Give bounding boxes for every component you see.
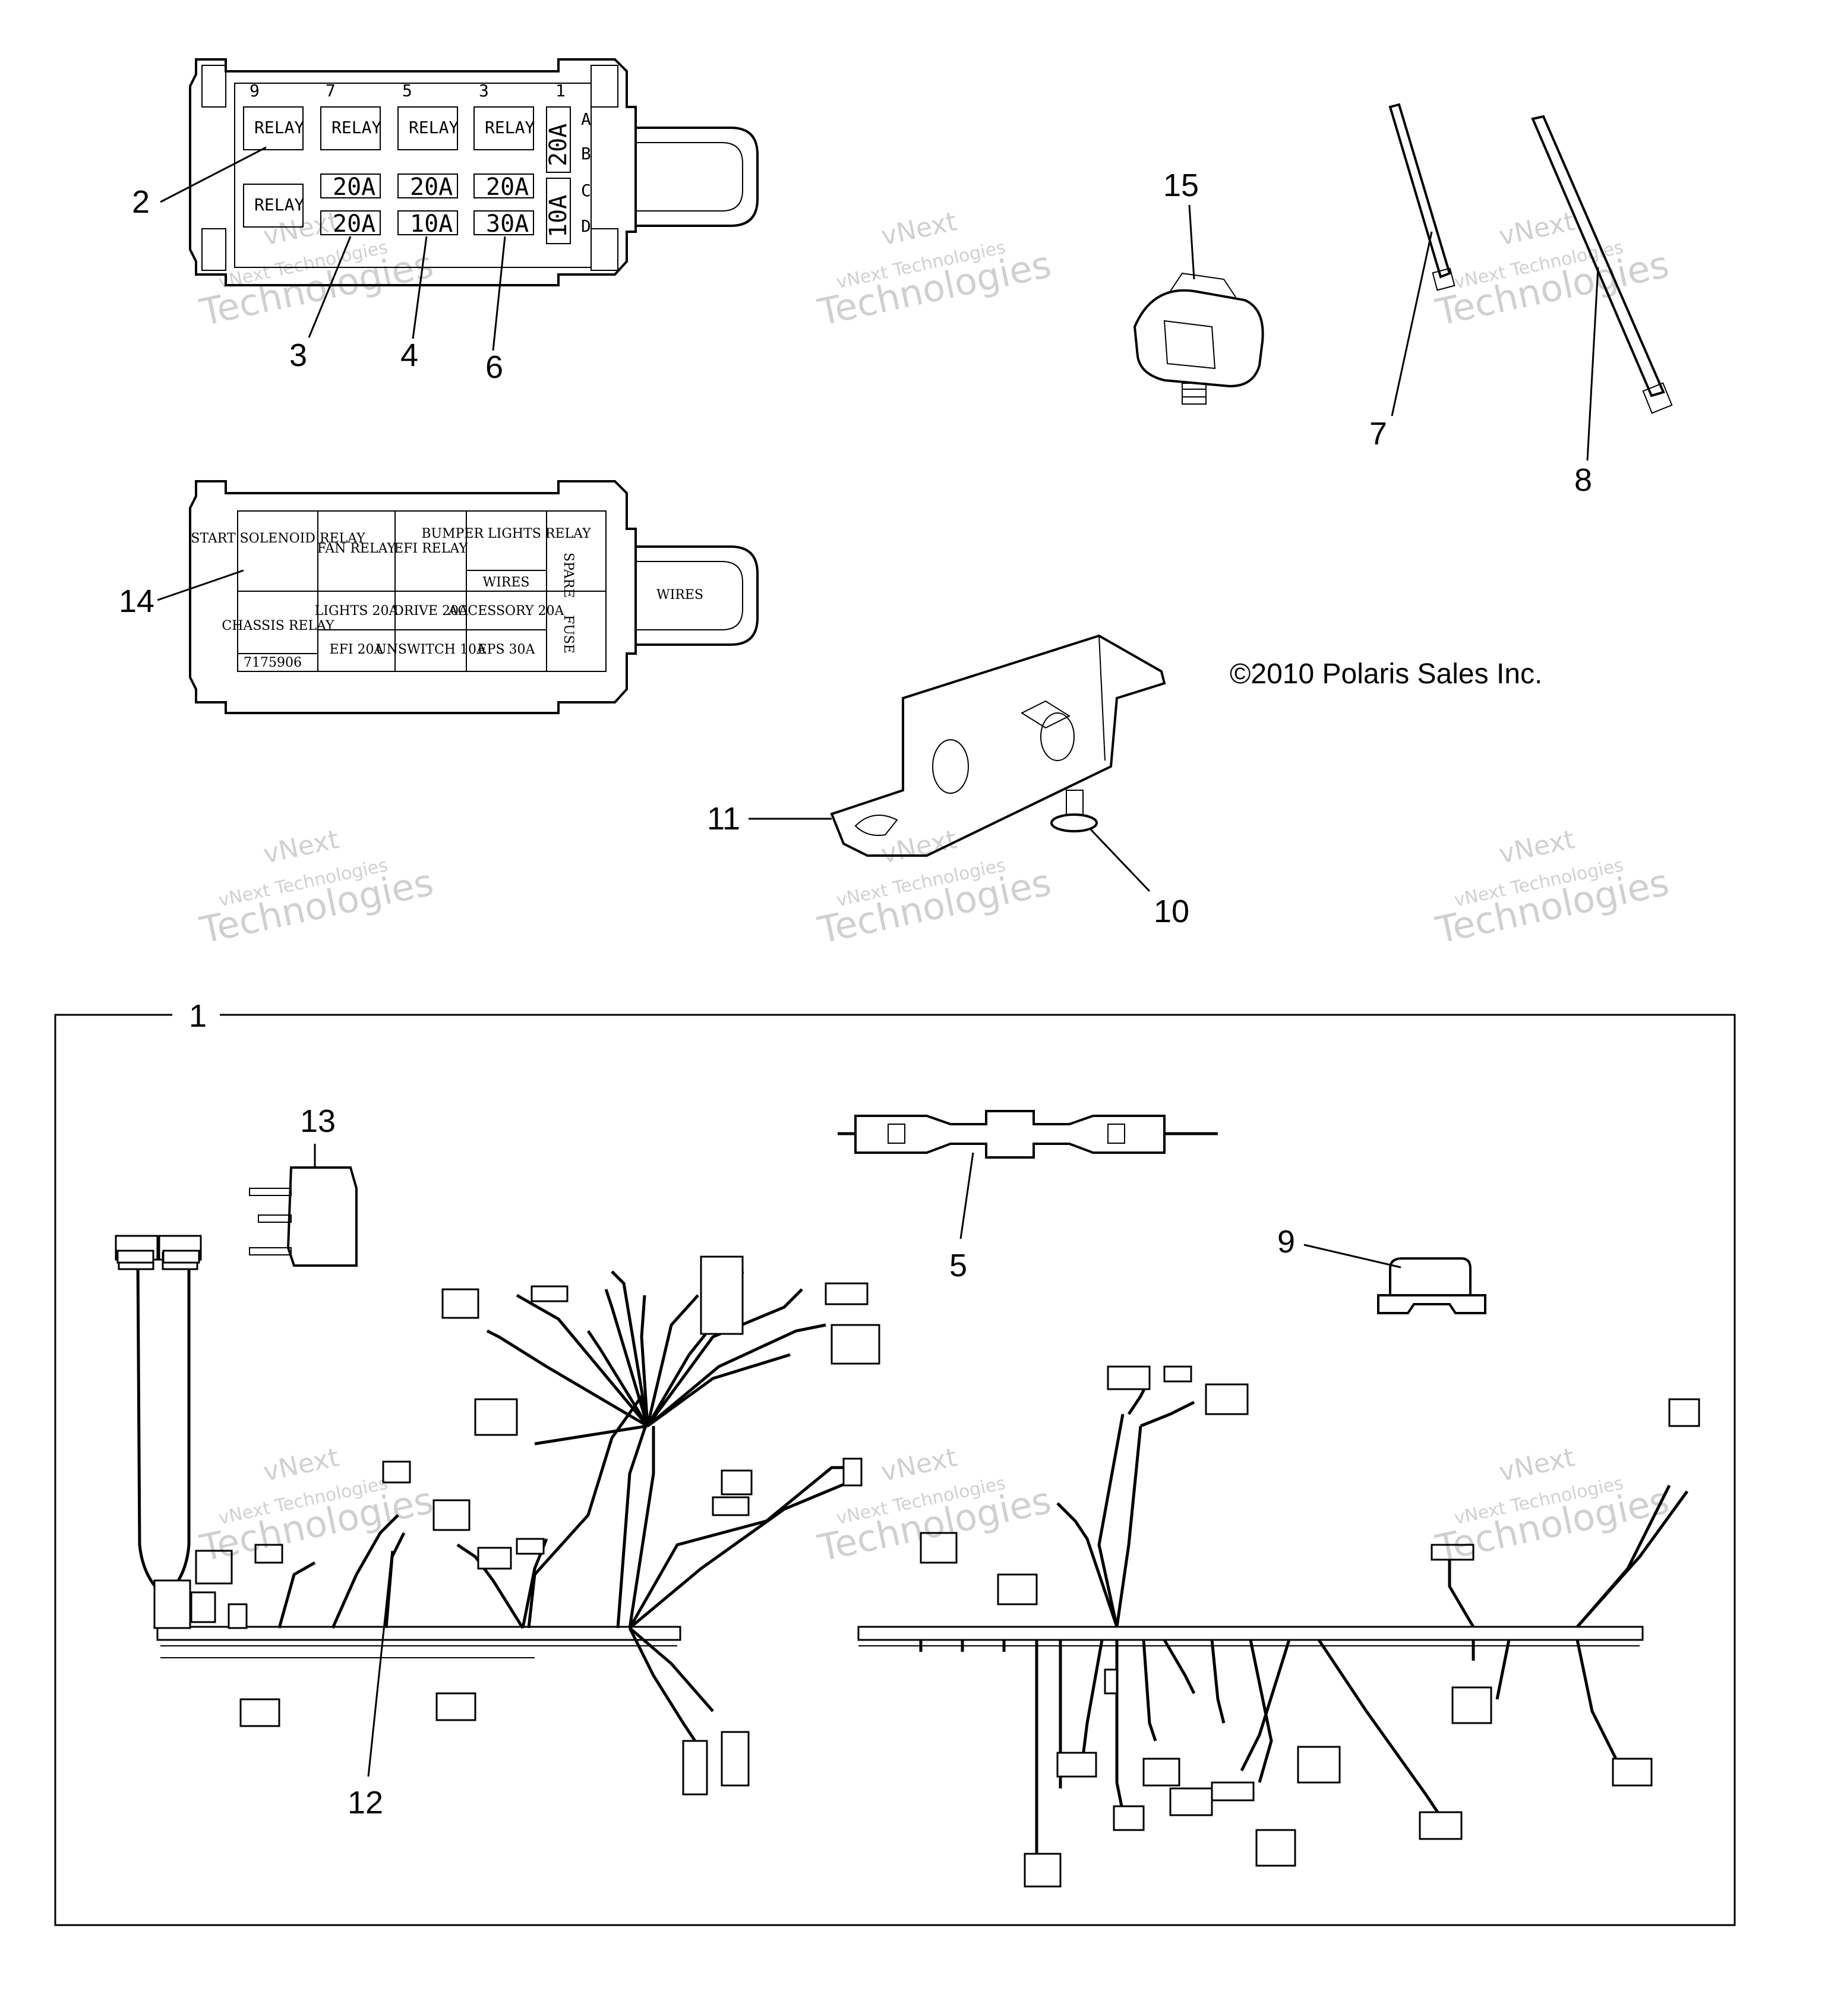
row-letter-b: B: [581, 144, 591, 163]
callout-15: 15: [1163, 168, 1199, 203]
side-fuse-ab: 20A: [545, 124, 572, 166]
fuse-c2: 20A: [410, 173, 453, 201]
harness-frame: [54, 1014, 1736, 1926]
svg-text:vNext: vNext: [1496, 1442, 1577, 1488]
fuse-d2: 10A: [410, 210, 453, 238]
row-letter-c: C: [581, 181, 591, 200]
main-harness-left: [115, 1235, 958, 1796]
side-fuse-cd: 10A: [545, 195, 572, 238]
callout-5: 5: [949, 1248, 967, 1283]
col-number-3: 3: [479, 81, 489, 100]
cover-efi-relay: EFI RELAY: [394, 541, 468, 556]
callout-7: 7: [1369, 416, 1387, 452]
relay-label-5: RELAY: [254, 195, 304, 214]
col-number-5: 5: [402, 81, 412, 100]
callout-13: 13: [300, 1103, 336, 1139]
cover-accessory: ACCESSORY 20A: [448, 604, 565, 619]
fuse-d3: 30A: [486, 210, 529, 238]
fuse-box-open: 9 7 5 3 1 RELAY RELAY RELAY RELAY RELAY …: [160, 58, 759, 351]
callout-4: 4: [400, 337, 418, 373]
cover-bumper-lights: BUMPER LIGHTS RELAY: [421, 526, 591, 541]
cover-eps: EPS 30A: [478, 642, 536, 657]
callout-1: 1: [189, 998, 207, 1034]
fuse-c3: 20A: [486, 173, 529, 201]
cover-fuse: FUSE: [561, 615, 576, 654]
relay-label-4: RELAY: [485, 118, 535, 137]
fuse-c1: 20A: [333, 173, 375, 201]
callout-14: 14: [119, 583, 154, 619]
callout-11: 11: [707, 801, 740, 837]
watermark-2: vNext vNext Technologies Technologies: [814, 206, 1055, 334]
svg-text:vNext: vNext: [879, 1442, 959, 1488]
watermark-9: vNext vNext Technologies Technologies: [1432, 1442, 1673, 1570]
cover-lights: LIGHTS 20A: [315, 604, 399, 619]
relay-label-1: RELAY: [254, 118, 304, 137]
relay-label-3: RELAY: [409, 118, 459, 137]
cover-tab-wires: WIRES: [656, 588, 703, 602]
inline-fuse-holder-5: [838, 1110, 1218, 1239]
svg-text:vNext: vNext: [879, 206, 959, 252]
cover-drive: DRIVE 20A: [393, 604, 469, 619]
fuse-d1: 20A: [333, 210, 375, 238]
svg-text:vNext: vNext: [261, 824, 342, 870]
callout-12: 12: [348, 1785, 383, 1821]
col-number-7: 7: [326, 81, 336, 100]
callout-9: 9: [1277, 1224, 1295, 1260]
cover-spare: SPARE: [561, 553, 576, 598]
cover-unswitch: UNSWITCH 10A: [375, 642, 487, 657]
callout-3: 3: [289, 337, 307, 373]
cover-wires-arrow: WIRES: [483, 575, 530, 590]
callout-12-leader: [367, 1550, 393, 1777]
watermark-4: vNext vNext Technologies Technologies: [196, 824, 437, 952]
watermark-3: vNext vNext Technologies Technologies: [1432, 206, 1673, 334]
relay-label-2: RELAY: [331, 118, 381, 137]
svg-text:vNext: vNext: [261, 1442, 342, 1488]
cover-start-solenoid: START SOLENOID RELAY: [191, 531, 365, 546]
connector-15: [1133, 204, 1264, 405]
callout-8: 8: [1574, 462, 1592, 498]
svg-text:vNext: vNext: [1496, 824, 1577, 870]
bracket-11: [749, 634, 1166, 857]
svg-text:vNext: vNext: [1496, 206, 1577, 252]
cable-tie-7: [1388, 103, 1455, 417]
relay-13: [249, 1144, 358, 1267]
main-harness-right: [857, 1365, 1700, 1888]
fuse-box-cover: START SOLENOID RELAY FAN RELAY EFI RELAY…: [157, 480, 759, 714]
row-letter-d: D: [581, 216, 591, 236]
copyright-text: ©2010 Polaris Sales Inc.: [1230, 658, 1542, 690]
cover-efi-fuse: EFI 20A: [330, 642, 384, 657]
watermark-7: vNext vNext Technologies Technologies: [196, 1442, 437, 1570]
relay-cover-9: [1303, 1244, 1486, 1314]
callout-6: 6: [485, 349, 503, 385]
watermark-6: vNext vNext Technologies Technologies: [1432, 824, 1673, 952]
col-number-1: 1: [555, 81, 566, 100]
cover-fan-relay: FAN RELAY: [317, 541, 396, 556]
col-number-9: 9: [250, 81, 260, 100]
cable-tie-8: [1531, 115, 1673, 461]
cover-part-number: 7175906: [244, 655, 302, 670]
row-letter-a: A: [581, 109, 591, 129]
cover-chassis-relay: CHASSIS RELAY: [222, 619, 334, 633]
callout-2: 2: [132, 184, 150, 220]
push-rivet-10: [1050, 790, 1151, 892]
callout-10: 10: [1154, 894, 1189, 929]
